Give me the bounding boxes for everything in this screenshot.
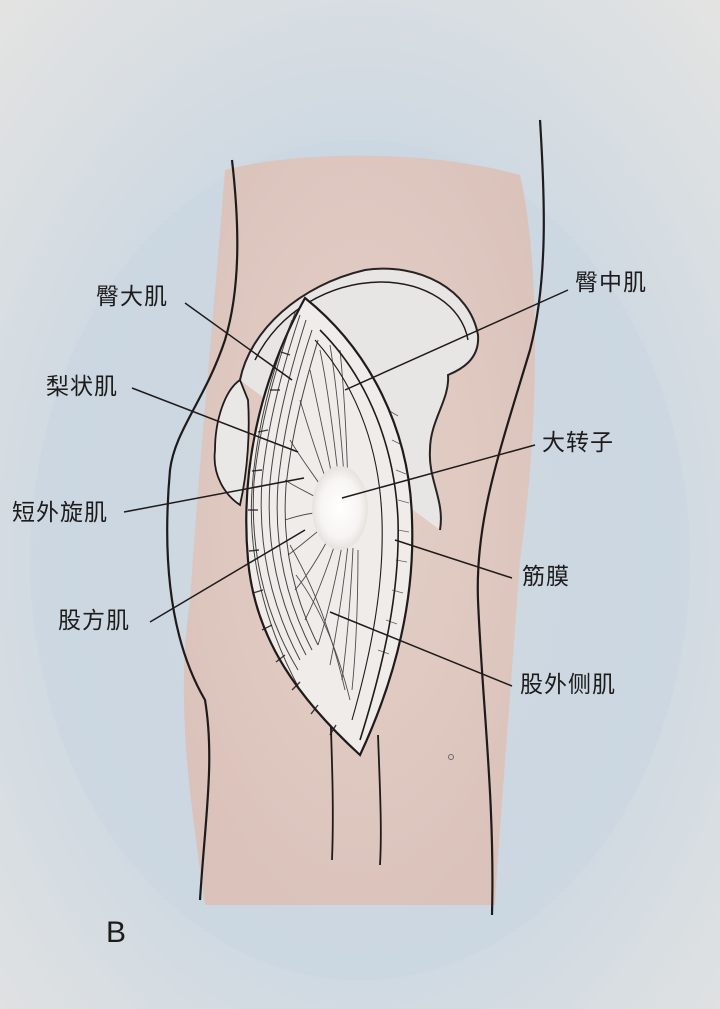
pelvis-inner-rim: [254, 281, 469, 361]
label-quadratus-femoris: 股方肌: [58, 608, 130, 634]
leader-vastus-lateralis: [329, 611, 513, 687]
leader-quadratus-femoris: [149, 529, 306, 623]
body-outline-left: [166, 159, 239, 901]
leader-gluteus-maximus: [184, 302, 293, 381]
leader-fascia: [394, 539, 513, 579]
fascia-hatching: [377, 409, 410, 655]
label-short-external-rotators: 短外旋肌: [12, 500, 108, 526]
muscle-fibers-left: [250, 309, 319, 691]
label-piriformis: 梨状肌: [46, 374, 118, 400]
iliac-wing-left: [213, 378, 250, 507]
label-fascia: 筋膜: [522, 564, 570, 590]
small-mark: [448, 754, 454, 760]
label-vastus-lateralis: 股外侧肌: [520, 672, 616, 698]
leader-lines: [123, 289, 569, 687]
leader-greater-trochanter: [341, 444, 536, 499]
panel-letter: B: [106, 916, 127, 949]
fascia-inner-edge: [314, 339, 383, 721]
thigh-line-right: [377, 734, 382, 866]
label-greater-trochanter: 大转子: [542, 430, 614, 456]
wound-edge-marks: [248, 351, 337, 736]
leader-short-rotators: [123, 477, 305, 513]
leader-piriformis: [131, 387, 299, 453]
body-outline-right: [476, 119, 545, 916]
leader-gluteus-medius: [344, 289, 569, 391]
label-gluteus-maximus: 臀大肌: [96, 284, 168, 310]
fascia-edge: [319, 329, 399, 741]
greater-trochanter-shape: [312, 466, 368, 550]
label-gluteus-medius: 臀中肌: [575, 270, 647, 296]
